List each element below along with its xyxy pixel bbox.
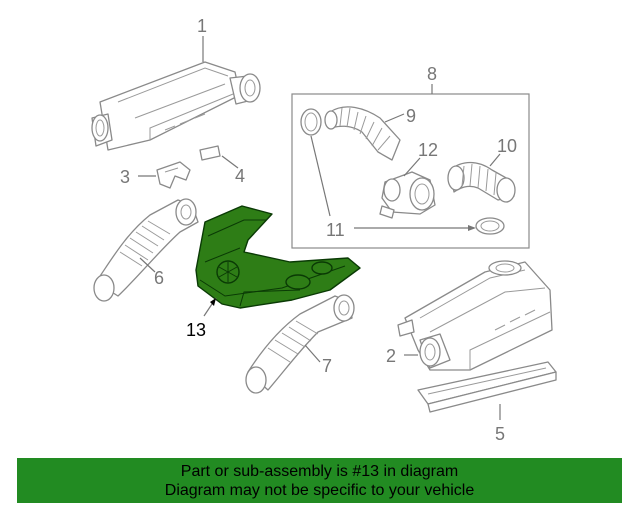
callout-9: 9 xyxy=(406,106,416,126)
banner-line-2: Diagram may not be specific to your vehi… xyxy=(164,482,475,499)
part-5-filter-element[interactable] xyxy=(417,361,557,413)
part-2-air-cleaner-lower[interactable] xyxy=(397,260,553,371)
part-3-clip[interactable] xyxy=(156,161,191,189)
callout-11: 11 xyxy=(326,220,345,240)
callout-2: 2 xyxy=(386,346,396,366)
part-9-hose[interactable] xyxy=(324,106,401,161)
part-13-engine-cover[interactable] xyxy=(195,205,361,309)
part-7-intake-duct[interactable] xyxy=(245,294,355,394)
callout-1: 1 xyxy=(197,16,207,36)
callout-13: 13 xyxy=(186,320,206,340)
callout-7: 7 xyxy=(322,356,332,376)
part-10-hose[interactable] xyxy=(447,161,516,203)
part-12-adapter[interactable] xyxy=(379,171,436,219)
callout-4: 4 xyxy=(235,166,245,186)
callout-10: 10 xyxy=(497,136,517,156)
callout-12: 12 xyxy=(418,140,438,160)
group-box-8 xyxy=(291,93,530,249)
parts-diagram: 1 3 4 6 13 7 xyxy=(91,16,557,444)
callout-6: 6 xyxy=(154,268,164,288)
part-6-intake-duct[interactable] xyxy=(93,198,199,302)
callout-3: 3 xyxy=(120,167,130,187)
info-banner: Part or sub-assembly is #13 in diagram D… xyxy=(17,458,622,503)
banner-line-1: Part or sub-assembly is #13 in diagram xyxy=(180,463,459,480)
part-11-seal-lower[interactable] xyxy=(475,217,505,235)
part-11-seal-upper[interactable] xyxy=(300,108,322,136)
part-1-air-cleaner-upper[interactable] xyxy=(91,61,261,151)
callout-5: 5 xyxy=(495,424,505,444)
callout-8: 8 xyxy=(427,64,437,84)
part-4-pad[interactable] xyxy=(199,145,221,161)
